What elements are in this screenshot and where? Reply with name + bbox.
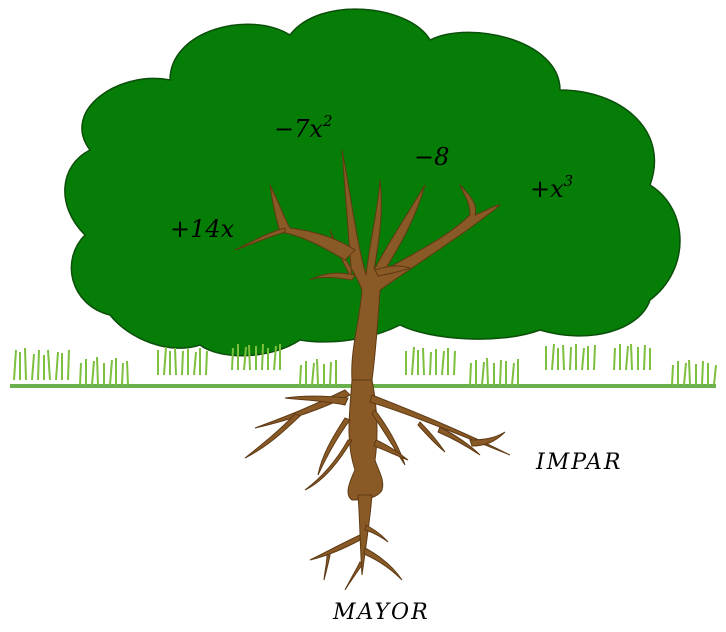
term-plus-x-cubed: +x3 xyxy=(530,174,573,203)
term-exponent: 2 xyxy=(322,112,333,130)
tree-canopy xyxy=(64,8,681,357)
term-minus-8: −8 xyxy=(414,145,449,169)
label-mayor: MAYOR xyxy=(333,600,430,625)
term-plus-14x: +14x xyxy=(170,217,234,241)
term-sign: + xyxy=(530,175,551,203)
term-text: −8 xyxy=(414,143,450,171)
term-sign: + xyxy=(170,215,191,243)
term-variable: x xyxy=(220,215,235,243)
term-coefficient: 7 xyxy=(294,115,310,143)
tree-trunk xyxy=(234,149,511,591)
term-variable: x xyxy=(309,115,323,143)
term-coefficient: 14 xyxy=(190,215,221,243)
term-sign: − xyxy=(274,115,295,143)
term-variable: x xyxy=(550,175,564,203)
label-impar: IMPAR xyxy=(536,450,623,475)
grass xyxy=(13,343,717,386)
term-minus-7x-squared: −7x2 xyxy=(274,114,332,143)
term-exponent: 3 xyxy=(563,172,574,190)
